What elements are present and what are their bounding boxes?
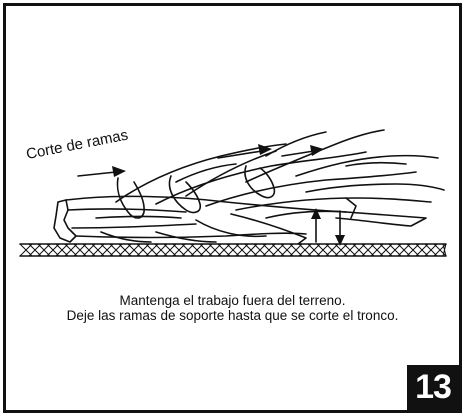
instruction-panel: Corte de ramas Mantenga el trabajo fuera… xyxy=(3,3,462,413)
caption: Mantenga el trabajo fuera del terreno. D… xyxy=(6,293,459,323)
page-number-badge: 13 xyxy=(407,365,459,410)
caption-line: Deje las ramas de soporte hasta que se c… xyxy=(66,308,399,323)
ground-hatch-icon xyxy=(19,243,447,257)
cut-arrow-icon xyxy=(77,144,324,177)
caption-line: Mantenga el trabajo fuera del terreno. xyxy=(119,293,346,308)
felled-tree-illustration xyxy=(19,129,447,257)
support-arrow-icon xyxy=(311,208,345,246)
felled-tree-icon xyxy=(53,129,445,245)
